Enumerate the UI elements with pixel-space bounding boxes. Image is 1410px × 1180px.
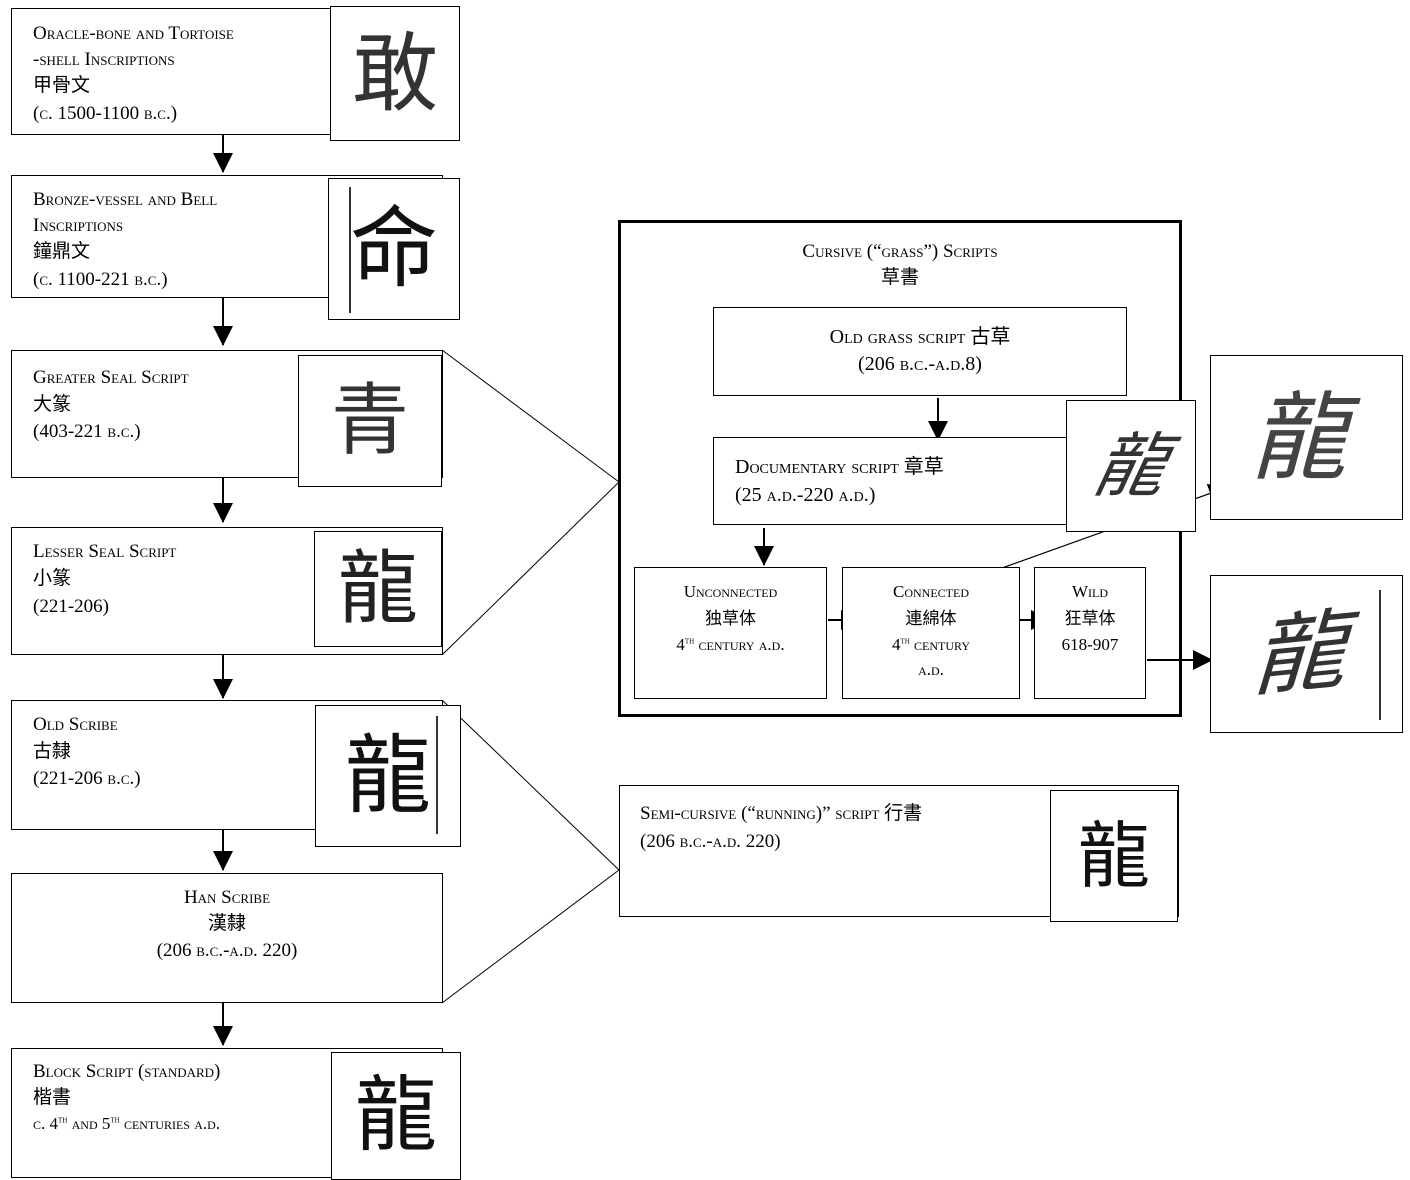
block-script-date: c. 4th and 5th centuries a.d. <box>33 1112 220 1136</box>
semi-cursive-date: (206 b.c.-a.d. 220) <box>640 831 781 852</box>
old-scribe-chinese: 古隸 <box>33 741 72 762</box>
oracle-date: (c. 1500-1100 b.c.) <box>33 103 178 124</box>
wild-sample-glyph: 龍 <box>1244 596 1369 711</box>
connected-chinese: 連綿体 <box>905 609 957 628</box>
unconnected-century-suffix: century a.d. <box>694 635 785 654</box>
wild-box <box>1034 567 1146 699</box>
connected-sample-glyph: 龍 <box>1243 381 1370 494</box>
semi-cursive-sample-image: 龍 <box>1050 790 1178 922</box>
block-date-mid: and 5 <box>67 1114 111 1133</box>
unconnected-century: 4th century a.d. <box>634 633 827 657</box>
oracle-title-2: -shell Inscriptions <box>33 49 175 70</box>
oracle-sample-image: 敢 <box>330 6 460 141</box>
unconnected-box <box>634 567 827 699</box>
block-date-sup-2: th <box>110 1114 120 1126</box>
old-scribe-rule <box>436 716 438 834</box>
unconnected-title: Unconnected <box>683 582 778 601</box>
connected-sample-image: 龍 <box>1210 355 1403 520</box>
bronze-chinese: 鐘鼎文 <box>33 241 91 262</box>
oracle-glyph: 敢 <box>352 23 438 124</box>
bronze-glyph: 命 <box>349 197 438 300</box>
documentary-title: Documentary script 章草 <box>735 456 944 478</box>
lesser-seal-sample-image: 龍 <box>314 531 442 647</box>
block-script-sample-image: 龍 <box>331 1052 461 1180</box>
block-script-glyph: 龍 <box>354 1068 437 1163</box>
han-scribe-chinese: 漢隸 <box>207 913 246 934</box>
unconnected-century-sup: th <box>684 635 695 647</box>
unconnected-chinese: 独草体 <box>705 609 756 628</box>
block-script-title: Block Script (standard) <box>33 1061 221 1082</box>
wild-title: Wild <box>1071 582 1109 601</box>
greater-seal-chinese: 大篆 <box>33 394 72 415</box>
bronze-sample-image: 命 <box>328 178 460 320</box>
wild-date: 618-907 <box>1061 635 1119 654</box>
oracle-title: Oracle-bone and Tortoise <box>33 23 234 44</box>
greater-seal-sample-image: 青 <box>298 355 442 487</box>
lesser-seal-date: (221-206) <box>33 596 109 617</box>
old-grass-date: (206 b.c.-a.d.8) <box>858 353 982 375</box>
unconnected-century-prefix: 4 <box>676 635 685 654</box>
cursive-title: Cursive (“grass”) Scripts <box>802 241 998 262</box>
bronze-rule <box>349 187 351 313</box>
greater-seal-date: (403-221 b.c.) <box>33 421 141 442</box>
connected-century-suffix: century <box>909 635 971 654</box>
cursive-chinese: 草書 <box>880 267 919 288</box>
han-scribe-title: Han Scribe <box>183 887 271 908</box>
lesser-seal-title: Lesser Seal Script <box>33 541 177 562</box>
wild-sample-image: 龍 <box>1210 575 1403 733</box>
lesser-seal-glyph: 龍 <box>338 542 418 635</box>
connected-title: Connected <box>893 582 969 601</box>
han-scribe-box <box>11 873 443 1003</box>
semi-cursive-glyph: 龍 <box>1077 814 1150 898</box>
greater-seal-glyph: 青 <box>330 376 409 466</box>
old-scribe-title: Old Scribe <box>33 714 118 735</box>
wild-chinese: 狂草体 <box>1064 609 1116 628</box>
block-date-sup-1: th <box>58 1114 68 1126</box>
greater-seal-title: Greater Seal Script <box>33 367 189 388</box>
documentary-glyph: 龍 <box>1087 425 1175 507</box>
connected-century-prefix: 4 <box>891 635 901 654</box>
block-script-chinese: 楷書 <box>33 1087 72 1108</box>
bronze-date: (c. 1100-221 b.c.) <box>33 269 168 290</box>
documentary-box <box>713 437 1127 525</box>
connected-box <box>842 567 1020 699</box>
old-scribe-date: (221-206 b.c.) <box>33 768 141 789</box>
documentary-date: (25 a.d.-220 a.d.) <box>735 484 876 506</box>
documentary-sample-image: 龍 <box>1066 400 1196 532</box>
semi-cursive-title: Semi-cursive (“running)” script 行書 <box>640 803 923 824</box>
block-date-prefix: c. 4 <box>33 1114 59 1133</box>
old-scribe-glyph: 龍 <box>345 726 431 826</box>
old-scribe-sample-image: 龍 <box>315 705 461 847</box>
fan-line-bottom <box>441 481 620 656</box>
han-scribe-date: (206 b.c.-a.d. 220) <box>156 940 298 961</box>
fan-line-bottom-2 <box>441 869 620 1004</box>
block-date-suffix: centuries a.d. <box>119 1114 221 1133</box>
bronze-title-2: Inscriptions <box>33 215 124 236</box>
lesser-seal-chinese: 小篆 <box>33 568 72 589</box>
old-grass-box <box>713 307 1127 396</box>
connected-century-sup: th <box>900 635 910 647</box>
connected-century-line-2: a.d. <box>918 660 944 679</box>
connected-century: 4th century <box>842 633 1020 657</box>
oracle-chinese: 甲骨文 <box>33 75 91 96</box>
bronze-title: Bronze-vessel and Bell <box>33 189 218 210</box>
wild-sample-rule <box>1379 590 1381 720</box>
fan-line-top <box>441 349 620 483</box>
old-grass-title: Old grass script 古草 <box>829 326 1011 348</box>
fan-line-top-2 <box>441 699 620 871</box>
